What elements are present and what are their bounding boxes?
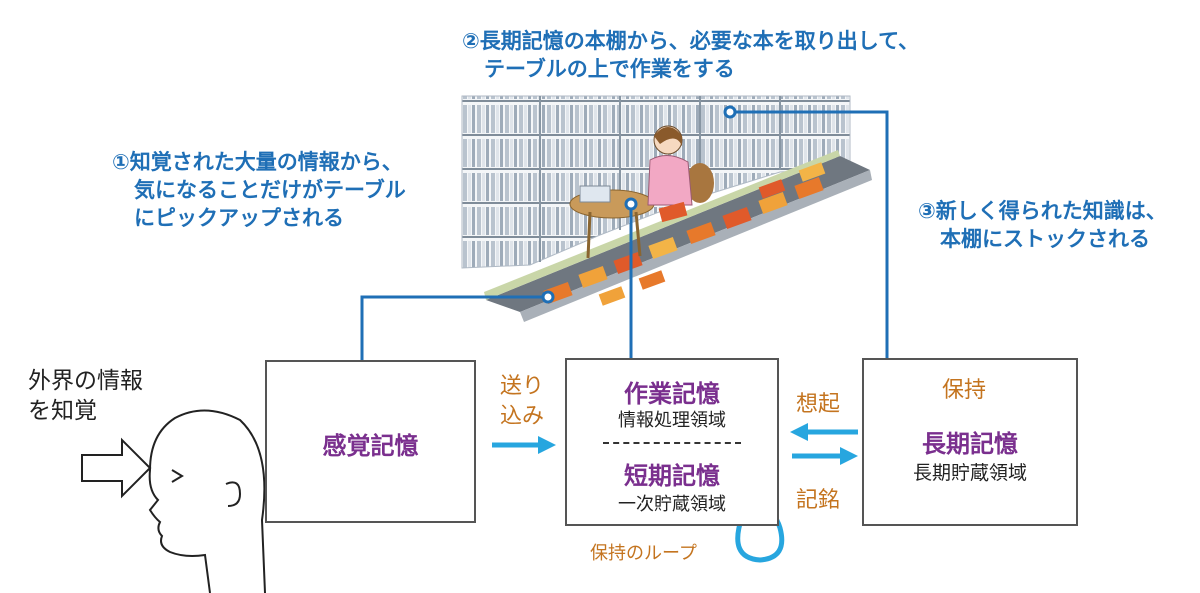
recall-arrow-icon (790, 423, 858, 441)
encode-label: 記銘 (796, 488, 841, 513)
sensory-memory-box: 感覚記憶 (265, 360, 476, 523)
note-pickup-line3: にピックアップされる (134, 206, 344, 230)
ear-icon (225, 481, 242, 507)
transfer-line1: 送り (500, 374, 545, 399)
perception-label: 外界の情報 を知覚 (28, 366, 143, 426)
note-store-line2: 本棚にストックされる (940, 227, 1150, 251)
divider-dashed (603, 442, 741, 444)
perceive-arrow-icon (81, 437, 152, 499)
retain-label: 保持 (942, 378, 987, 403)
transfer-label: 送り 込み (500, 372, 544, 432)
working-memory-subtitle: 情報処理領域 (618, 410, 726, 431)
reader-person (647, 125, 714, 223)
long-term-memory-box: 保持 長期記憶 長期貯蔵領域 (862, 358, 1078, 526)
encode-arrow-icon (792, 447, 858, 465)
transfer-arrow-icon (492, 436, 556, 454)
sensory-memory-title: 感覚記憶 (322, 432, 419, 460)
working-memory-box: 作業記憶 情報処理領域 短期記憶 一次貯蔵領域 (565, 358, 779, 526)
connector-dot (723, 105, 737, 119)
conveyor-belt (484, 150, 872, 322)
perception-line1: 外界の情報 (28, 368, 143, 394)
connector-dot (624, 197, 638, 211)
head-outline (148, 409, 266, 593)
eye-icon (171, 469, 184, 483)
note-store-line1: ③新しく得られた知識は、 (918, 199, 1167, 223)
long-term-memory-subtitle: 長期貯蔵領域 (912, 462, 1027, 484)
note-retrieve: ②長期記憶の本棚から、必要な本を取り出して、 テーブルの上で作業をする (462, 27, 919, 83)
transfer-line2: 込み (500, 404, 545, 429)
long-term-memory-title: 長期記憶 (922, 430, 1018, 458)
note-pickup: ①知覚された大量の情報から、 気になることだけがテーブル にピックアップされる (112, 148, 406, 232)
recall-label: 想起 (796, 392, 841, 417)
note-store: ③新しく得られた知識は、 本棚にストックされる (918, 197, 1167, 253)
note-retrieve-line2: テーブルの上で作業をする (484, 57, 735, 81)
note-retrieve-line1: ②長期記憶の本棚から、必要な本を取り出して、 (462, 29, 920, 53)
retention-loop-label: 保持のループ (590, 543, 697, 564)
working-memory-title: 作業記憶 (624, 380, 720, 408)
perception-line2: を知覚 (28, 398, 97, 424)
note-pickup-line2: 気になることだけがテーブル (134, 178, 406, 202)
short-term-memory-title: 短期記憶 (624, 462, 720, 490)
connector-longterm-to-shelf (730, 110, 889, 363)
note-pickup-line1: ①知覚された大量の情報から、 (112, 150, 403, 174)
short-term-memory-subtitle: 一次貯蔵領域 (618, 494, 726, 515)
connector-sensory-to-table (360, 295, 548, 363)
reading-table (569, 185, 655, 259)
connector-dot (541, 290, 555, 304)
